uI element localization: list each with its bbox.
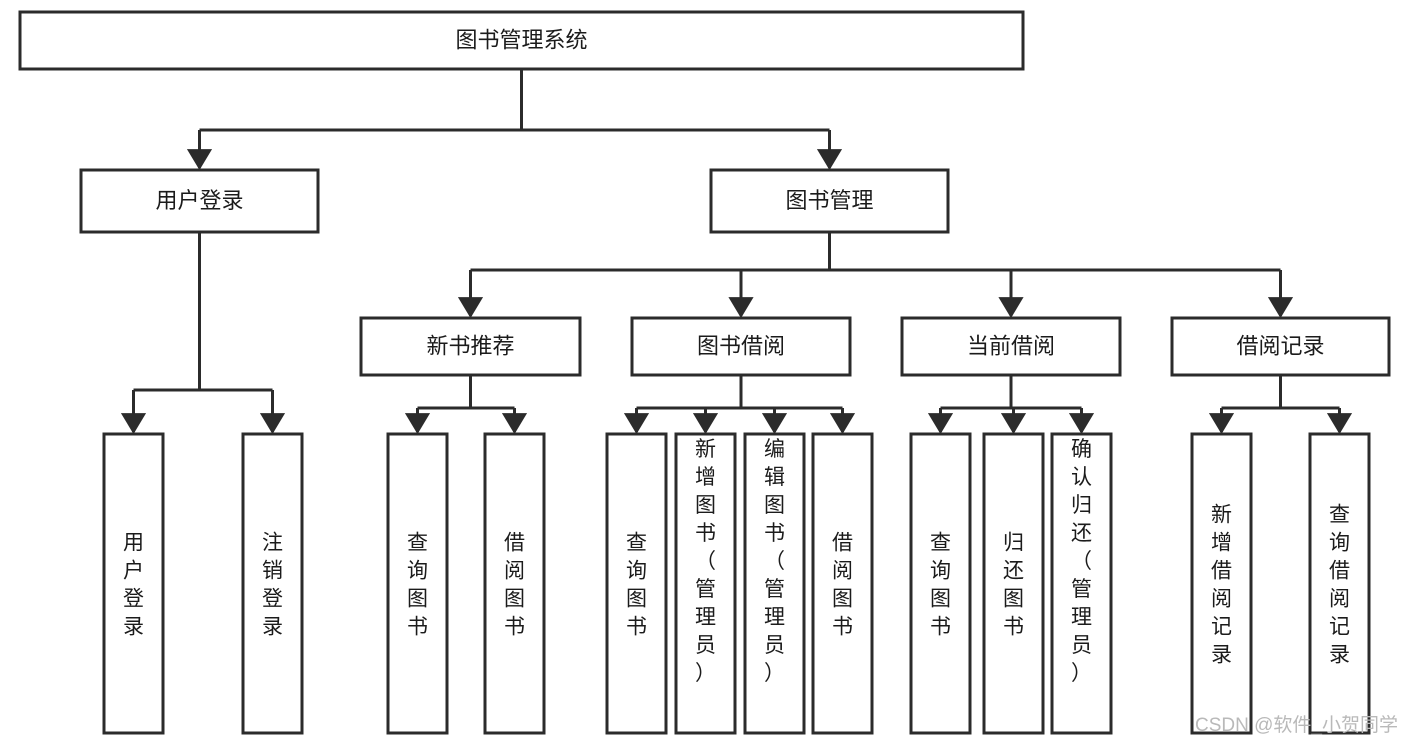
node-label-borrow-record: 借阅记录 xyxy=(1236,333,1324,358)
node-box-leaf-query-book-3[interactable] xyxy=(909,432,972,735)
node-leaf-query-record[interactable]: 查询借阅记录 xyxy=(1308,432,1371,735)
node-box-book-borrow[interactable] xyxy=(630,316,852,377)
node-current-borrow[interactable]: 当前借阅 xyxy=(900,316,1122,377)
node-box-leaf-borrow-book-1[interactable] xyxy=(483,432,546,735)
node-box-book-manage[interactable] xyxy=(709,168,950,234)
node-leaf-logout[interactable]: 注销登录 xyxy=(241,432,304,735)
node-label-leaf-return-book: 归还图书 xyxy=(1003,532,1024,639)
node-user-login[interactable]: 用户登录 xyxy=(79,168,320,234)
node-label-root: 图书管理系统 xyxy=(455,27,587,52)
node-leaf-add-record[interactable]: 新增借阅记录 xyxy=(1190,432,1253,735)
node-box-root[interactable] xyxy=(18,10,1025,71)
node-box-leaf-return-book[interactable] xyxy=(982,432,1045,735)
node-box-user-login[interactable] xyxy=(79,168,320,234)
node-leaf-borrow-book-2[interactable]: 借阅图书 xyxy=(811,432,874,735)
node-label-book-borrow: 图书借阅 xyxy=(697,333,785,358)
node-box-leaf-add-record[interactable] xyxy=(1190,432,1253,735)
node-label-current-borrow: 当前借阅 xyxy=(967,333,1055,358)
node-new-book-rec[interactable]: 新书推荐 xyxy=(359,316,582,377)
node-label-leaf-borrow-book-2: 借阅图书 xyxy=(832,532,853,639)
node-box-leaf-query-record[interactable] xyxy=(1308,432,1371,735)
node-leaf-borrow-book-1[interactable]: 借阅图书 xyxy=(483,432,546,735)
node-label-leaf-query-book-2: 查询图书 xyxy=(626,532,647,639)
node-label-leaf-query-record: 查询借阅记录 xyxy=(1329,504,1350,667)
node-box-leaf-add-book[interactable] xyxy=(674,432,737,735)
node-leaf-edit-book[interactable]: 编辑图书（管理员） xyxy=(743,432,806,735)
node-label-leaf-confirm-return: 确认归还（管理员） xyxy=(1071,438,1092,685)
node-box-current-borrow[interactable] xyxy=(900,316,1122,377)
node-label-leaf-add-book: 新增图书（管理员） xyxy=(695,438,716,685)
node-book-manage[interactable]: 图书管理 xyxy=(709,168,950,234)
node-root[interactable]: 图书管理系统 xyxy=(18,10,1025,71)
node-box-leaf-query-book-2[interactable] xyxy=(605,432,668,735)
node-label-leaf-query-book-3: 查询图书 xyxy=(930,532,951,639)
node-leaf-user-login[interactable]: 用户登录 xyxy=(102,432,165,735)
node-leaf-query-book-3[interactable]: 查询图书 xyxy=(909,432,972,735)
csdn-watermark: CSDN @软件_小贺同学 xyxy=(1195,714,1398,736)
node-leaf-confirm-return[interactable]: 确认归还（管理员） xyxy=(1050,432,1113,735)
node-leaf-query-book-2[interactable]: 查询图书 xyxy=(605,432,668,735)
node-box-leaf-query-book-1[interactable] xyxy=(386,432,449,735)
node-label-book-manage: 图书管理 xyxy=(785,188,873,213)
connector-lines xyxy=(120,69,1353,435)
node-label-new-book-rec: 新书推荐 xyxy=(426,333,514,358)
node-label-leaf-borrow-book-1: 借阅图书 xyxy=(504,532,525,639)
node-borrow-record[interactable]: 借阅记录 xyxy=(1170,316,1391,377)
node-label-leaf-logout: 注销登录 xyxy=(262,532,283,639)
node-box-leaf-edit-book[interactable] xyxy=(743,432,806,735)
node-book-borrow[interactable]: 图书借阅 xyxy=(630,316,852,377)
node-leaf-add-book[interactable]: 新增图书（管理员） xyxy=(674,432,737,735)
node-box-leaf-user-login[interactable] xyxy=(102,432,165,735)
node-boxes: 图书管理系统用户登录图书管理新书推荐图书借阅当前借阅借阅记录用户登录注销登录查询… xyxy=(18,10,1391,735)
node-box-leaf-confirm-return[interactable] xyxy=(1050,432,1113,735)
node-label-user-login: 用户登录 xyxy=(155,188,243,213)
node-leaf-query-book-1[interactable]: 查询图书 xyxy=(386,432,449,735)
node-leaf-return-book[interactable]: 归还图书 xyxy=(982,432,1045,735)
node-box-leaf-borrow-book-2[interactable] xyxy=(811,432,874,735)
node-label-leaf-query-book-1: 查询图书 xyxy=(407,532,428,639)
node-box-borrow-record[interactable] xyxy=(1170,316,1391,377)
node-box-new-book-rec[interactable] xyxy=(359,316,582,377)
node-label-leaf-add-record: 新增借阅记录 xyxy=(1211,504,1232,667)
node-label-leaf-edit-book: 编辑图书（管理员） xyxy=(764,438,785,685)
node-box-leaf-logout[interactable] xyxy=(241,432,304,735)
node-label-leaf-user-login: 用户登录 xyxy=(123,532,144,639)
